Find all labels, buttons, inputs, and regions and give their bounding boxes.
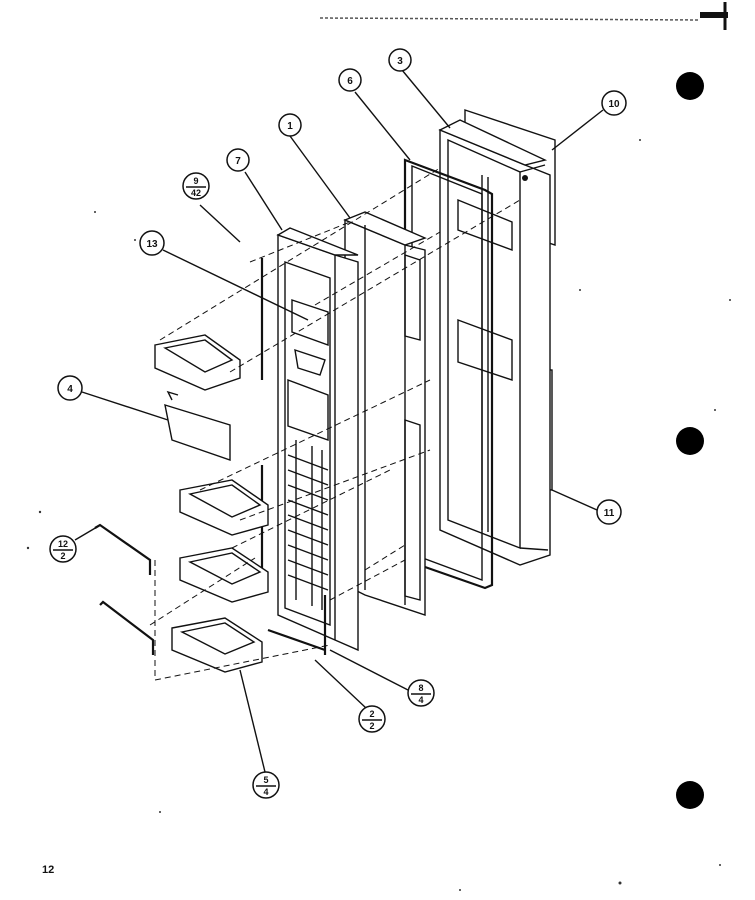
scan-specks xyxy=(26,139,731,891)
callout-10: 10 xyxy=(601,90,627,116)
part-bin-2 xyxy=(179,479,269,536)
callout-1: 1 xyxy=(278,113,302,137)
callout-1-number: 1 xyxy=(287,121,293,132)
callout-9-42: 9 42 xyxy=(182,172,210,200)
callout-7-number: 7 xyxy=(235,156,241,167)
callout-3: 3 xyxy=(388,48,412,72)
callout-8-4: 8 4 xyxy=(407,679,435,707)
callout-12-2: 12 2 xyxy=(49,535,77,563)
page-number: 12 xyxy=(42,864,55,876)
leader-lines xyxy=(74,69,604,773)
callout-12-2-top: 12 xyxy=(58,539,68,549)
part-inner-frame xyxy=(276,227,359,652)
callout-8-4-top: 8 xyxy=(418,683,423,693)
part-bin-top xyxy=(154,334,241,391)
callout-9-42-top: 9 xyxy=(193,176,198,186)
part-side-rails xyxy=(260,258,327,655)
callout-6: 6 xyxy=(338,68,362,92)
callout-5-4-bottom: 4 xyxy=(263,787,268,797)
callout-12-2-bottom: 2 xyxy=(60,551,65,561)
callout-2-2-bottom: 2 xyxy=(369,721,374,731)
callout-2-2-top: 2 xyxy=(369,709,374,719)
callout-13-number: 13 xyxy=(146,239,158,250)
callout-2-2: 2 2 xyxy=(358,705,386,733)
callout-11-number: 11 xyxy=(604,508,615,519)
scan-artifact-top xyxy=(319,2,728,30)
binder-hole-top xyxy=(676,72,704,100)
part-door-shell xyxy=(438,119,551,566)
binder-hole-middle xyxy=(676,427,704,455)
callout-4: 4 xyxy=(57,375,83,401)
assembly-dashed-lines xyxy=(149,167,521,681)
part-bin-3 xyxy=(179,547,269,603)
part-shield xyxy=(164,390,231,461)
callout-4-number: 4 xyxy=(67,384,73,395)
callout-9-42-bottom: 42 xyxy=(191,188,201,198)
callout-8-4-bottom: 4 xyxy=(418,695,423,705)
callout-5-4: 5 4 xyxy=(252,771,280,799)
callout-10-number: 10 xyxy=(608,99,620,110)
binder-hole-bottom xyxy=(676,781,704,809)
part-bin-bottom xyxy=(171,617,263,673)
callout-13: 13 xyxy=(139,230,165,256)
callout-11: 11 xyxy=(596,499,622,525)
callout-3-number: 3 xyxy=(397,56,403,67)
callout-7: 7 xyxy=(226,148,250,172)
callout-5-4-top: 5 xyxy=(263,775,268,785)
part-wire-retainers xyxy=(94,523,155,655)
callout-6-number: 6 xyxy=(347,76,353,87)
